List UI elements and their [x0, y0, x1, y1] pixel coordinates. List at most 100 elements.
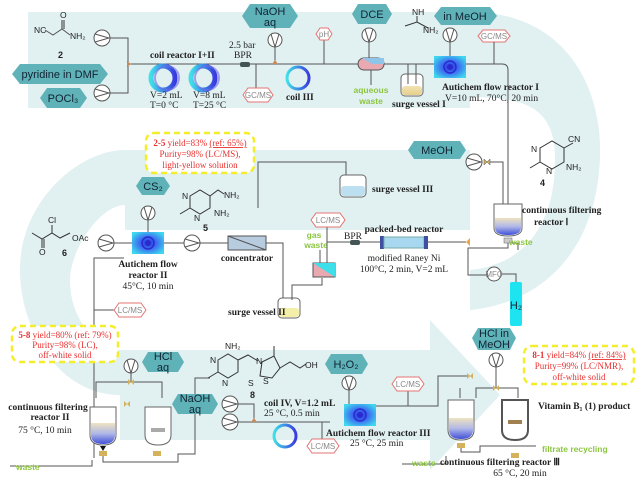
reagent-hcl-in-meoh: HCl in MeOH [472, 328, 516, 351]
compound-4-structure: N N CN NH₂ 4 [529, 134, 582, 188]
svg-text:H₂O₂: H₂O₂ [333, 359, 358, 371]
svg-text:BPR: BPR [234, 51, 253, 61]
svg-text:aq: aq [189, 404, 201, 416]
svg-text:waste: waste [303, 240, 328, 250]
svg-text:V=2 mL: V=2 mL [150, 91, 183, 101]
cfr-2-label: continuous filtering [8, 403, 88, 413]
svg-text:Purity=98% (LC),: Purity=98% (LC), [32, 340, 98, 350]
coil-3-label: coil III [286, 93, 314, 103]
mfc-icon: MFC [485, 266, 503, 282]
compound-number-5: 5 [203, 223, 208, 233]
pump-icon [97, 234, 115, 252]
svg-text:T=0 °C: T=0 °C [150, 100, 178, 111]
svg-text:V=10 mL, 70°C, 20 min: V=10 mL, 70°C, 20 min [445, 93, 538, 104]
svg-text:NH₂: NH₂ [225, 341, 241, 351]
svg-text:S: S [263, 376, 269, 386]
svg-text:25 °C, 0.5 min: 25 °C, 0.5 min [264, 408, 320, 419]
svg-text:NaOH: NaOH [180, 393, 211, 405]
svg-text:N: N [256, 356, 262, 366]
reagent-in-meoh: in MeOH [434, 7, 497, 25]
svg-text:8-1 yield=84% (ref: 84%): 8-1 yield=84% (ref: 84%) [532, 350, 625, 360]
svg-text:LC/MS: LC/MS [118, 306, 142, 315]
autichem-1-label: Autichem flow reactor I [442, 83, 539, 93]
valve-icon [493, 385, 499, 391]
filter-vessel-icon [501, 399, 529, 458]
compound-6-structure: O Cl OAc 6 [31, 215, 89, 258]
mixer-icon [466, 238, 470, 246]
svg-text:V=8 mL: V=8 mL [193, 91, 226, 101]
pump-icon [488, 352, 504, 369]
surge-vessel-3-label: surge vessel III [372, 185, 434, 195]
filter-vessel-icon [144, 406, 172, 456]
coil-reactor-3-icon [285, 65, 311, 91]
packed-bed-reactor-icon [380, 236, 428, 249]
continuous-filtering-reactor-2-icon [89, 406, 117, 456]
pump-icon [183, 234, 201, 252]
svg-text:N: N [531, 144, 537, 154]
svg-text:75 °C, 10 min: 75 °C, 10 min [18, 425, 72, 436]
svg-text:NH₂: NH₂ [566, 162, 582, 172]
svg-text:reactor II: reactor II [129, 271, 168, 281]
svg-text:Purity=98% (LC/MS),: Purity=98% (LC/MS), [159, 149, 240, 159]
pump-icon [93, 84, 111, 102]
cfr-3-label: continuous filtering reactor Ⅲ [440, 457, 560, 468]
svg-text:pH: pH [319, 30, 329, 39]
filtrate-recycling-label: filtrate recycling [542, 444, 608, 454]
svg-text:100°C, 2 min, V=2 mL: 100°C, 2 min, V=2 mL [360, 264, 448, 275]
waste-label: waste [508, 237, 533, 247]
pump-icon [465, 153, 483, 171]
svg-text:N: N [546, 166, 552, 176]
cfr-1-label: continuous filtering [522, 206, 602, 216]
svg-text:MeOH: MeOH [421, 145, 453, 157]
valve-icon [128, 379, 134, 385]
analysis-lcms-2: LC/MS [113, 302, 147, 318]
pump-icon [361, 27, 377, 44]
svg-text:65 °C, 20 min: 65 °C, 20 min [493, 468, 547, 479]
result-box-2-5: 2-5 yield=83% (ref: 65%) Purity=98% (LC/… [144, 131, 256, 175]
pump-icon [93, 29, 111, 47]
svg-text:off-white solid: off-white solid [552, 372, 606, 382]
autichem-3-label: Autichem flow reactor III [326, 429, 431, 439]
autichem-flow-reactor-3-icon [344, 404, 376, 426]
svg-text:NH₂: NH₂ [423, 25, 439, 35]
svg-text:in MeOH: in MeOH [443, 11, 486, 23]
svg-text:DCE: DCE [360, 9, 383, 21]
pump-icon [442, 27, 458, 44]
compound-number-2: 2 [58, 50, 63, 60]
svg-text:NH₂: NH₂ [214, 208, 230, 218]
svg-text:GC/MS: GC/MS [245, 91, 271, 100]
h2-cylinder-icon: H₂ [510, 282, 522, 326]
svg-text:MeOH: MeOH [478, 339, 510, 351]
svg-text:N: N [182, 191, 188, 201]
compound-8-structure: NH₂ N N N S S OH 8 [207, 341, 318, 400]
reagent-naoh-aq-2: NaOH aq [172, 393, 218, 416]
svg-text:modified Raney Ni: modified Raney Ni [368, 253, 441, 264]
analysis-ph: pH [315, 27, 333, 41]
svg-text:2.5 bar: 2.5 bar [229, 41, 256, 51]
phase-separator-icon [357, 57, 385, 71]
compound-number-4: 4 [540, 178, 545, 188]
svg-text:light-yellow solution: light-yellow solution [162, 160, 238, 170]
autichem-flow-reactor-1-icon [434, 56, 466, 78]
compound-2-structure: NC O NH₂ 2 [34, 10, 86, 60]
reagent-dce: DCE [352, 4, 392, 24]
reagent-naoh-aq-1: NaOH aq [242, 4, 298, 29]
packed-bed-label: packed-bed reactor [365, 225, 444, 235]
coil-reactor-1-icon [148, 63, 180, 93]
acetamidine-structure: NH NH₂ [404, 7, 439, 35]
result-box-5-8: 5-8 yield=80% (ref: 79%) Purity=98% (LC)… [10, 324, 120, 364]
concentrator-icon [227, 235, 267, 251]
autichem-2-label: Autichem flow [118, 260, 178, 270]
continuous-filtering-reactor-1-icon [493, 203, 523, 244]
svg-text:aq: aq [264, 17, 276, 29]
svg-text:25 °C, 25 min: 25 °C, 25 min [350, 438, 404, 449]
svg-text:reactor II: reactor II [31, 413, 70, 423]
reagent-label: pyridine in DMF [21, 69, 98, 81]
svg-text:Cl: Cl [48, 215, 56, 225]
svg-text:HCl: HCl [154, 351, 172, 363]
svg-text:OH: OH [305, 360, 318, 370]
reagent-h2o2: H₂O₂ [325, 354, 368, 374]
mixer-icon [127, 61, 131, 67]
svg-text:NC: NC [34, 25, 46, 35]
mixer-icon [251, 418, 257, 422]
